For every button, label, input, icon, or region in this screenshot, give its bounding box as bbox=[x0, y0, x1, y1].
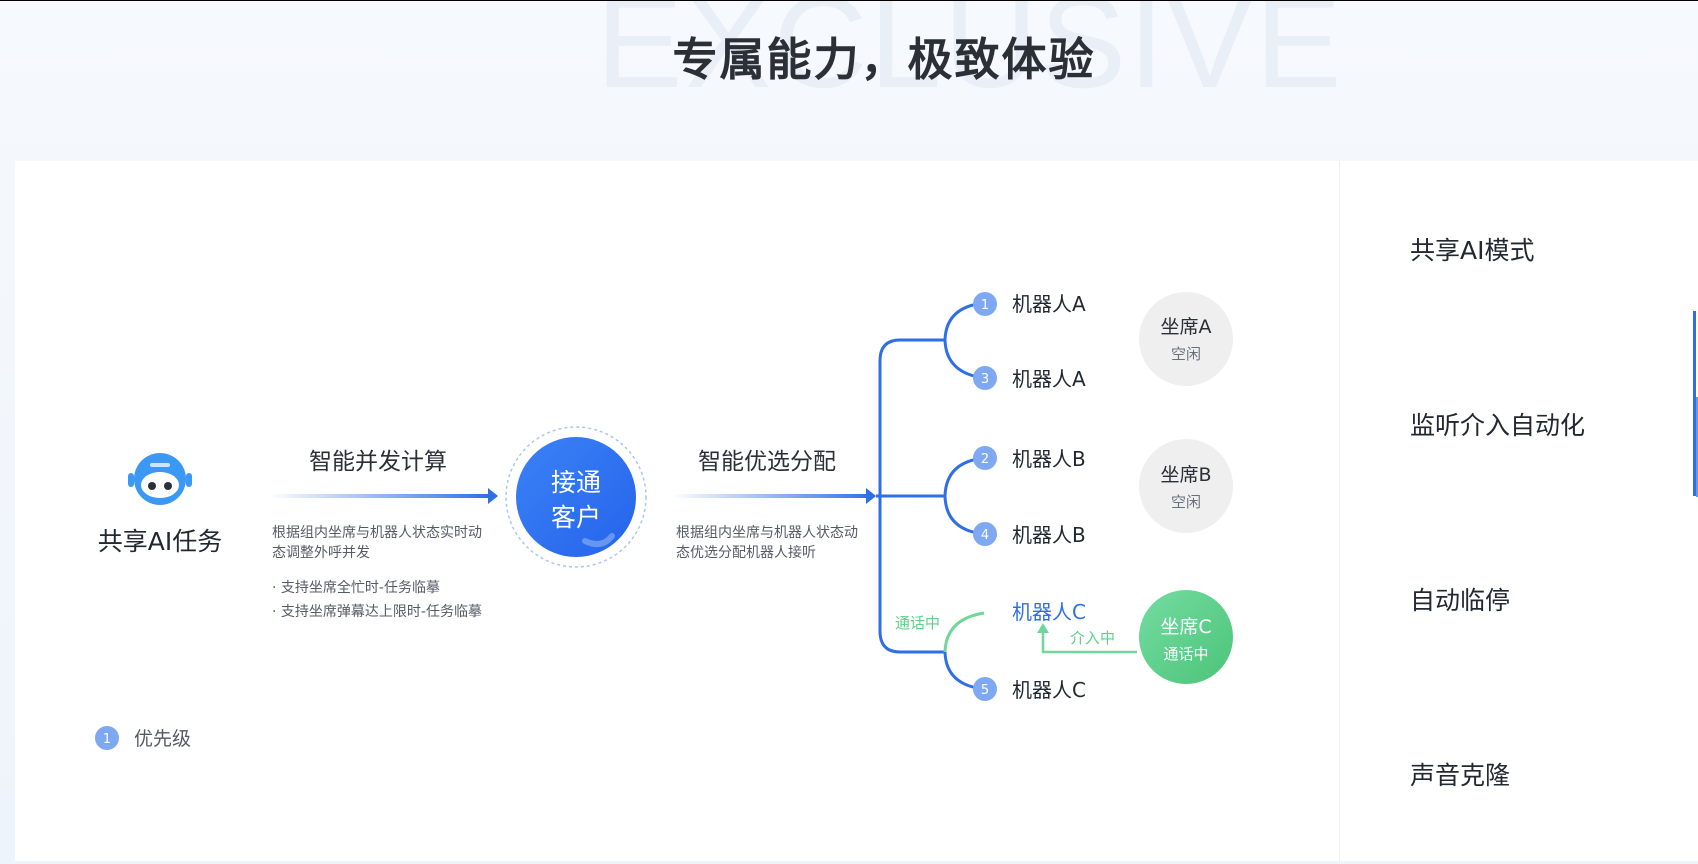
priority-badge-3: 3 bbox=[973, 366, 997, 390]
scroll-indicator-secondary bbox=[1696, 397, 1698, 497]
in-call-label: 通话中 bbox=[895, 614, 940, 632]
step1-bullet-1: · 支持坐席全忙时-任务临摹 bbox=[272, 579, 440, 596]
step2-arrow-line bbox=[672, 494, 872, 498]
svg-text:介入中: 介入中 bbox=[1070, 629, 1115, 647]
svg-text:5: 5 bbox=[981, 683, 989, 698]
watermark-text: EXCLUSIVE bbox=[596, 1, 1344, 115]
priority-legend: 1 优先级 bbox=[95, 726, 191, 750]
hub-circle bbox=[516, 437, 636, 557]
source-label: 共享AI任务 bbox=[98, 527, 222, 556]
seat-c: 坐席C 通话中 bbox=[1139, 590, 1233, 684]
svg-text:1: 1 bbox=[981, 298, 989, 313]
step1-desc-1: 根据组内坐席与机器人状态实时动 bbox=[272, 525, 482, 541]
svg-text:坐席B: 坐席B bbox=[1160, 464, 1211, 486]
step1-arrow-head bbox=[488, 488, 498, 504]
robot-label-active: 机器人C bbox=[1012, 600, 1086, 624]
robot-label: 机器人B bbox=[1012, 523, 1086, 547]
svg-text:3: 3 bbox=[981, 372, 989, 387]
svg-text:4: 4 bbox=[981, 528, 989, 543]
step2-desc-1: 根据组内坐席与机器人状态动 bbox=[676, 525, 858, 541]
hub-label-2: 客户 bbox=[551, 503, 601, 532]
step1-arrow-line bbox=[268, 494, 490, 498]
svg-text:坐席C: 坐席C bbox=[1160, 616, 1211, 638]
priority-badge-4: 4 bbox=[973, 522, 997, 546]
robot-label: 机器人B bbox=[1012, 447, 1086, 471]
step2-arrow-head bbox=[866, 488, 876, 504]
robot-label: 机器人A bbox=[1012, 367, 1086, 391]
svg-text:空闲: 空闲 bbox=[1171, 345, 1201, 363]
hub-label-1: 接通 bbox=[551, 468, 601, 497]
svg-text:2: 2 bbox=[981, 452, 989, 467]
menu-item-shared-ai[interactable]: 共享AI模式 bbox=[1410, 236, 1535, 265]
menu-item-monitor[interactable]: 监听介入自动化 bbox=[1410, 411, 1586, 440]
scroll-indicator bbox=[1693, 311, 1696, 496]
priority-badge-1: 1 bbox=[973, 292, 997, 316]
svg-text:空闲: 空闲 bbox=[1171, 493, 1201, 511]
branch-connectors bbox=[876, 301, 985, 691]
step2-desc-2: 态优选分配机器人接听 bbox=[676, 544, 816, 561]
intervene-arrow: 介入中 bbox=[1037, 623, 1137, 654]
feature-menu: 共享AI模式 监听介入自动化 自动临停 声音克隆 bbox=[1339, 161, 1698, 861]
seat-b: 坐席B 空闲 bbox=[1139, 439, 1233, 533]
robot-label: 机器人C bbox=[1012, 678, 1086, 702]
page-title: 专属能力，极致体验 bbox=[672, 33, 1096, 86]
step1-bullet-2: · 支持坐席弹幕达上限时-任务临摹 bbox=[272, 604, 482, 620]
svg-text:优先级: 优先级 bbox=[134, 728, 191, 750]
svg-text:坐席A: 坐席A bbox=[1161, 316, 1212, 338]
svg-text:通话中: 通话中 bbox=[1163, 645, 1208, 663]
diagram-card bbox=[15, 161, 1339, 861]
priority-badge-5: 5 bbox=[973, 677, 997, 701]
svg-text:1: 1 bbox=[103, 732, 111, 747]
priority-badge-2: 2 bbox=[973, 446, 997, 470]
step2-title: 智能优选分配 bbox=[698, 449, 836, 475]
menu-item-voice-clone[interactable]: 声音克隆 bbox=[1410, 761, 1511, 790]
robot-label: 机器人A bbox=[1012, 292, 1086, 316]
step1-title: 智能并发计算 bbox=[309, 449, 447, 475]
seat-a: 坐席A 空闲 bbox=[1139, 292, 1233, 386]
menu-item-auto-pause[interactable]: 自动临停 bbox=[1410, 586, 1511, 615]
robot-icon bbox=[128, 453, 192, 505]
step1-desc-2: 态调整外呼并发 bbox=[272, 545, 370, 561]
hub-outer-ring bbox=[505, 426, 647, 568]
